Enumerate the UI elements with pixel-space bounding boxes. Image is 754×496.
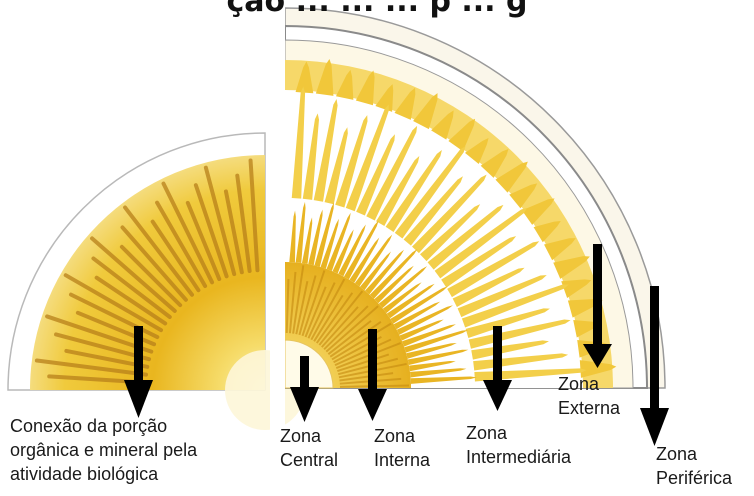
left-quarter-disk <box>8 133 305 430</box>
label-central: Zona Central <box>280 424 338 472</box>
label-intermediaria: Zona Intermediária <box>466 421 571 469</box>
label-interna-line-1: Zona <box>374 424 430 448</box>
label-central-line-1: Zona <box>280 424 338 448</box>
label-conexao-line-1: Conexão da porção <box>10 414 197 438</box>
label-intermediaria-line-1: Zona <box>466 421 571 445</box>
label-central-line-2: Central <box>280 448 338 472</box>
label-conexao: Conexão da porção orgânica e mineral pel… <box>10 414 197 486</box>
label-externa-line-2: Externa <box>558 396 620 420</box>
label-interna: Zona Interna <box>374 424 430 472</box>
label-periferica-line-2: Periférica <box>656 466 732 490</box>
label-externa: Zona Externa <box>558 372 620 420</box>
diagram-title: ção ... ... ... p ... g <box>0 0 754 19</box>
label-periferica: Zona Periférica <box>656 442 732 490</box>
label-periferica-line-1: Zona <box>656 442 732 466</box>
label-conexao-line-2: orgânica e mineral pela <box>10 438 197 462</box>
label-intermediaria-line-2: Intermediária <box>466 445 571 469</box>
label-externa-line-1: Zona <box>558 372 620 396</box>
label-interna-line-2: Interna <box>374 448 430 472</box>
label-conexao-line-3: atividade biológica <box>10 462 197 486</box>
